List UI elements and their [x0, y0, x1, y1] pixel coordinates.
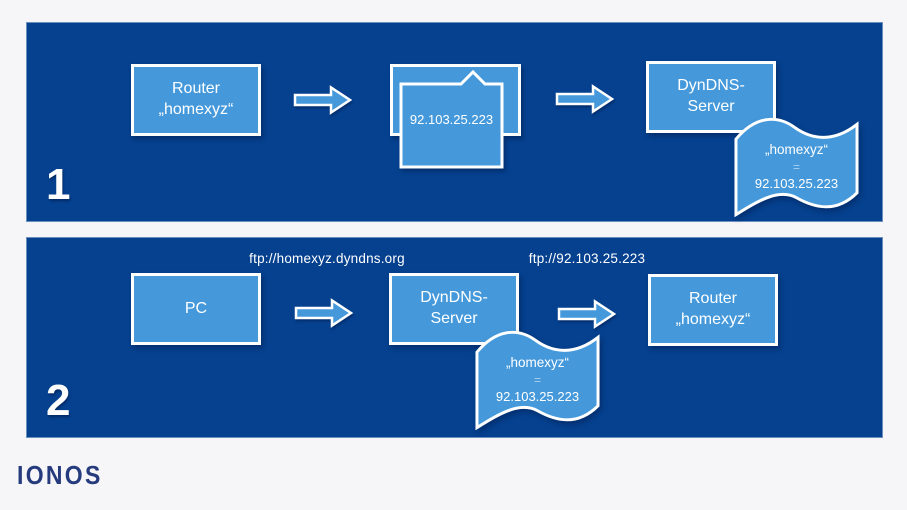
flag-hostname: „homexyz“	[505, 354, 569, 370]
dns-record-flag: „homexyz“ = 92.103.25.223	[472, 324, 603, 432]
step-2-panel: 2 ftp://homexyz.dyndns.org ftp://92.103.…	[26, 237, 883, 438]
flag-ip: 92.103.25.223	[754, 176, 839, 192]
step-1-panel: 1 Router „homexyz“ 92.103.25.223 DynDNS-…	[26, 22, 883, 222]
dyndns-box-label-line1: DynDNS-	[677, 77, 745, 95]
arrow-right-icon	[293, 298, 355, 328]
ftp-ip-url-label: ftp://92.103.25.223	[528, 251, 646, 266]
router-box-label-line2: „homexyz“	[675, 311, 751, 328]
arrow-right-icon	[292, 85, 354, 115]
dyndns-box-label-line1: DynDNS-	[420, 289, 488, 307]
ftp-dyndns-url-label: ftp://homexyz.dyndns.org	[249, 251, 405, 266]
dyndns-server-box: DynDNS- Server	[389, 273, 519, 345]
ip-card-value: 92.103.25.223	[409, 112, 494, 127]
router-box-label-line1: Router	[688, 290, 738, 308]
pc-box-label: PC	[184, 299, 208, 317]
step-2-number: 2	[46, 376, 71, 425]
flag-hostname: „homexyz“	[764, 141, 828, 157]
dyndns-box-label-line2: Server	[687, 98, 735, 115]
dyndns-box-label-line2: Server	[430, 310, 478, 327]
arrow-right-icon	[556, 299, 618, 329]
arrow-right-icon	[554, 84, 616, 114]
dyndns-server-box: DynDNS- Server	[646, 61, 776, 133]
pc-box: PC	[131, 273, 261, 345]
ionos-logo: IONOS	[17, 461, 103, 491]
flag-ip: 92.103.25.223	[495, 389, 580, 405]
router-box: Router „homexyz“	[648, 274, 778, 346]
dns-record-flag: „homexyz“ = 92.103.25.223	[731, 111, 862, 219]
flag-equals-sign: =	[792, 160, 800, 175]
step-1-number: 1	[46, 160, 71, 209]
ip-card-icon: 92.103.25.223	[390, 64, 521, 170]
router-box-label-line2: „homexyz“	[158, 101, 234, 118]
flag-equals-sign: =	[533, 373, 541, 388]
router-box: Router „homexyz“	[131, 64, 261, 136]
router-box-label-line1: Router	[171, 80, 221, 98]
